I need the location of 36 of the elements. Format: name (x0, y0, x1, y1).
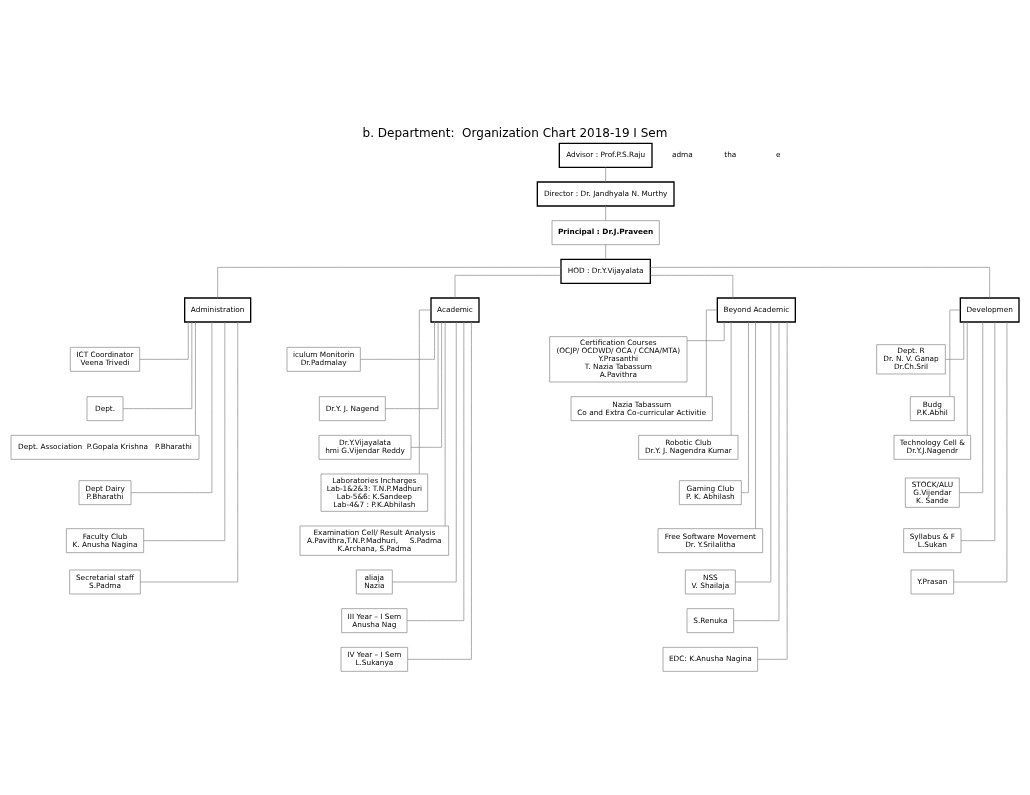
connector (650, 274, 734, 298)
connector (959, 321, 984, 493)
connector (385, 321, 439, 409)
connector (406, 321, 465, 621)
connector (966, 321, 968, 435)
connector (122, 321, 193, 409)
connector (140, 321, 239, 582)
connector (706, 309, 718, 397)
connector (735, 321, 772, 582)
connector (755, 321, 756, 529)
diagram-title: b. Department: Organization Chart 2018-19 I Sem (362, 125, 668, 140)
connector (195, 321, 196, 435)
connector (139, 321, 189, 360)
connector (960, 321, 996, 541)
connector (733, 321, 780, 621)
connector (407, 321, 472, 660)
connector (945, 321, 965, 360)
connector (454, 274, 562, 298)
connector (730, 321, 732, 435)
connector (741, 321, 749, 493)
connector (444, 321, 446, 526)
connector (605, 166, 606, 182)
connector (757, 321, 788, 660)
connector (650, 266, 990, 298)
connector (410, 321, 442, 448)
connector (686, 321, 725, 341)
connector (419, 309, 432, 474)
connector (605, 205, 606, 221)
connector (949, 309, 961, 397)
connector (217, 266, 562, 298)
connector (605, 243, 606, 260)
connector (392, 321, 457, 582)
connector (360, 321, 435, 360)
connector (130, 321, 213, 493)
connector (143, 321, 226, 541)
connector (953, 321, 1008, 582)
